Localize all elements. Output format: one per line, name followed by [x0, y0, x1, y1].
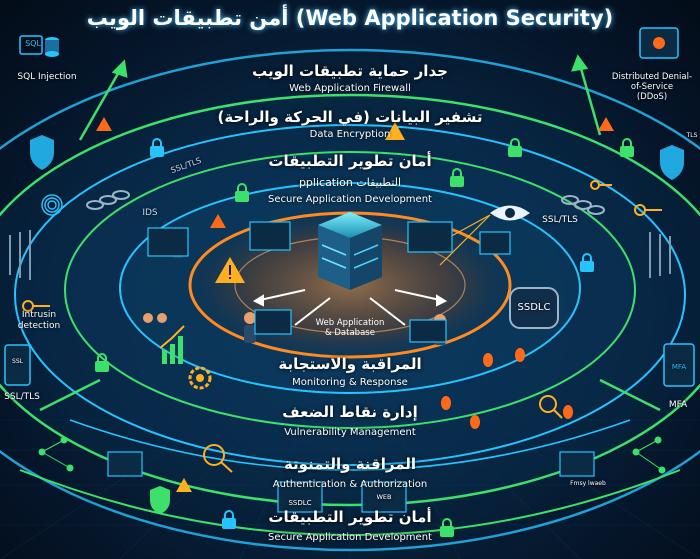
server-icon [318, 212, 382, 290]
ddos-label-line1: Distributed Denial- [611, 72, 693, 82]
lower-arc-2 [69, 419, 631, 471]
magnifier-icon [203, 395, 563, 473]
bug-icon [441, 348, 573, 429]
outward-arrows [39, 54, 661, 412]
core-label-line1: Web Application [315, 318, 385, 328]
ssl-document-icon [4, 343, 695, 387]
layer-6-arabic: المراقنة والتمنوتة [283, 455, 417, 473]
intrusion-line2: detection [17, 321, 61, 331]
layer-6-english: Authentication & Authorization [272, 479, 428, 490]
mfa-label: MFA [668, 400, 688, 410]
layer-2-english: Data Encryption [309, 129, 391, 140]
fingerprint-icon [41, 194, 63, 216]
layer-2-arabic: تشفير البيانات (في الحركة والراحة) [217, 108, 483, 126]
ssdlc-label-1: SSDLC [517, 302, 551, 313]
ssl-tls-label-3: SSL/TLS [4, 392, 40, 402]
eye-icon [434, 205, 530, 266]
fmsy-badge: Fmsy lwaeb [570, 480, 606, 487]
database-icon [19, 35, 59, 57]
sql-badge: SQL [25, 39, 41, 48]
ddos-label: Distributed Denial- of-Service (DDoS) [604, 72, 700, 102]
firewall-gate [9, 230, 671, 280]
layer-1-english: Web Application Firewall [289, 83, 411, 94]
lower-arc-1 [19, 469, 681, 536]
layer-4-arabic: المراقبة والاستجابة [278, 355, 422, 373]
layer-7-english: Secure Application Development [268, 532, 432, 543]
core-label-line2: & Database [325, 328, 375, 338]
layer-3-arabic: أمان تطوير التطبيقات [268, 152, 432, 170]
ssdlc-box [509, 287, 559, 329]
page-title: أمن تطبيقات الويب (Web Application Secur… [86, 6, 614, 30]
layer-7-arabic: أمان تطوير التطبيقات [268, 508, 432, 526]
sql-injection-label: SQL Injection [17, 72, 77, 82]
mfa-badge: MFA [671, 363, 687, 371]
warning-icon [96, 117, 614, 492]
layer-5-arabic: إدارة نقاط الضعف [282, 403, 418, 421]
ssl-tls-label-2: SSL/TLS [542, 215, 578, 225]
layer-4-english: Monitoring & Response [292, 377, 408, 388]
layer-3-english: Secure Application Development [268, 194, 432, 205]
ddos-monitor-icon [639, 27, 679, 59]
layer-3-extra: pplication التطبيقات [298, 176, 402, 189]
ssdlc-label-2: SSDLC [288, 499, 312, 507]
web-badge: WEB [376, 493, 392, 501]
growth-chart-icon [159, 325, 185, 364]
ddos-label-line3: (DDoS) [636, 92, 668, 102]
core-label: Web Application & Database [300, 318, 400, 338]
ring-layer-1 [0, 48, 700, 552]
chain-icon [86, 190, 605, 215]
gear-icon [188, 366, 212, 390]
intrusion-line1: Intrusin [21, 310, 57, 320]
monitor-panels [107, 221, 595, 513]
ddos-label-line2: of-Service [630, 82, 674, 92]
padlock-icon [95, 138, 634, 537]
core-arrows [252, 289, 448, 326]
ssl-badge: SSL [12, 358, 23, 365]
layer-5-english: Vulnerability Management [284, 427, 416, 438]
shield-icon [30, 135, 684, 514]
key-icon [22, 180, 662, 312]
layer-1-arabic: جدار حماية تطبيقات الويب [252, 62, 448, 80]
tls-badge: TLS [686, 132, 698, 139]
network-nodes [38, 436, 666, 474]
floor-grid [0, 329, 700, 559]
intrusion-detection-label: Intrusin detection [4, 310, 74, 332]
ids-label: IDS [142, 208, 158, 218]
